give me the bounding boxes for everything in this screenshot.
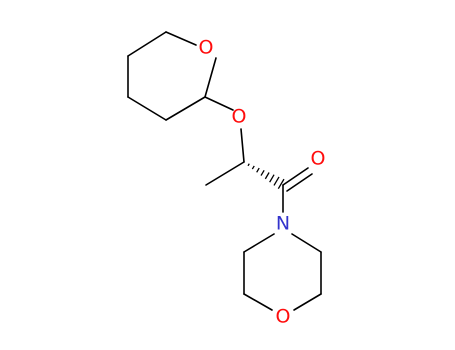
hash-line xyxy=(247,163,250,167)
morpholine-oxygen-label: O xyxy=(276,306,291,328)
thp-bond-2 xyxy=(165,31,197,46)
hash-line xyxy=(277,178,285,190)
thp-bond-3 xyxy=(204,57,217,98)
ether-stereocenter-bond xyxy=(240,128,245,163)
morpholine-bond-1 xyxy=(243,233,275,253)
morpholine-bond-6 xyxy=(291,233,322,253)
ether-oxygen-label: O xyxy=(232,106,247,128)
hash-line xyxy=(256,167,260,173)
amide-nitrogen-label: N xyxy=(276,213,290,235)
thp-bond-1 xyxy=(127,31,167,57)
thp-bond-5 xyxy=(127,96,167,121)
methyl-bond xyxy=(205,161,245,186)
hash-line xyxy=(260,169,265,176)
hash-line xyxy=(251,165,255,170)
carbonyl-double-bond-b xyxy=(286,173,313,192)
carbonyl-oxygen-label: O xyxy=(311,148,326,170)
hash-line xyxy=(269,174,275,183)
carbonyl-double-bond-a xyxy=(282,167,309,186)
hash-line xyxy=(264,172,270,180)
thp-bond-4 xyxy=(165,96,206,121)
thp-ring-oxygen-label: O xyxy=(199,37,214,59)
morpholine-bond-3 xyxy=(243,293,273,311)
hashed-wedge-bond xyxy=(247,163,285,190)
hash-line xyxy=(273,176,280,186)
anomeric-ether-bond xyxy=(204,96,234,111)
morpholine-bond-4 xyxy=(293,293,322,311)
